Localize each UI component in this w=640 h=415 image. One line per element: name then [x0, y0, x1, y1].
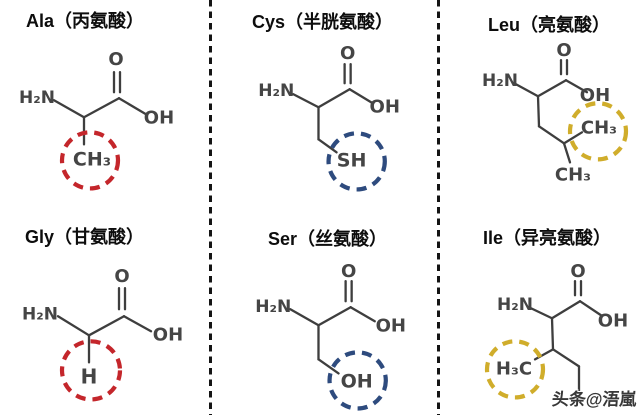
- bond-line: [550, 316, 555, 350]
- atom-label: OH: [598, 310, 628, 331]
- atom-label: H₂N: [255, 297, 291, 317]
- bond-line: [122, 314, 153, 332]
- bond-line: [317, 88, 351, 109]
- grid-column-3: H₂N O OH CH₃ CH₃ Leu（亮氨酸） H₂N O OH H₃C Ile（异亮氨酸…: [427, 0, 640, 415]
- bond-line: [82, 97, 121, 119]
- bond-line: [289, 307, 320, 326]
- bond-line: [349, 305, 376, 322]
- watermark: 头条@浯嵐: [551, 390, 638, 409]
- amino-acid-card-cys: H₂N O OH SH Cys（半胱氨酸）: [213, 0, 427, 208]
- bond-line: [550, 299, 582, 319]
- bond-line: [562, 142, 572, 164]
- bond-line: [292, 93, 320, 109]
- structure-drawing: H₂N O OH OH: [255, 261, 406, 411]
- structure-drawing: H₂N O OH CH₃ CH₃: [482, 40, 629, 185]
- card-title: Ser（丝氨酸）: [268, 228, 388, 249]
- bond-line: [117, 97, 148, 116]
- grid-column-2: H₂N O OH SH Cys（半胱氨酸） H₂N O OH OH Ser（丝氨酸）: [213, 0, 427, 415]
- atom-label: OH: [153, 324, 183, 345]
- atom-label: H₂N: [482, 71, 518, 91]
- atom-label: OH: [376, 315, 406, 336]
- atom-label: OH: [144, 107, 174, 128]
- atom-label: SH: [337, 149, 367, 171]
- bond-line: [564, 79, 589, 94]
- atom-label: OH: [370, 96, 400, 117]
- atom-label: OH: [341, 370, 373, 392]
- atom-label: H: [81, 364, 98, 388]
- column-separator-line: [209, 0, 212, 415]
- card-title: Cys（半胱氨酸）: [252, 12, 394, 32]
- atom-label: OH: [580, 85, 610, 106]
- bond-line: [536, 79, 568, 98]
- amino-acid-card-ile: H₂N O OH H₃C Ile（异亮氨酸）: [427, 208, 640, 415]
- structure-drawing: H₂N O OH H: [22, 266, 183, 402]
- bond-line: [52, 99, 86, 119]
- atom-label: O: [341, 261, 356, 282]
- atom-label: H₂N: [258, 81, 294, 101]
- atom-label: O: [114, 266, 129, 287]
- atom-label: O: [570, 261, 585, 282]
- atom-label: H₂N: [497, 295, 533, 315]
- bond-line: [514, 83, 540, 98]
- bond-line: [578, 299, 603, 316]
- amino-acid-card-ala: H₂N O OH CH₃ Ala（丙氨酸）: [0, 0, 213, 208]
- amino-acid-card-gly: H₂N O OH H Gly（甘氨酸）: [0, 208, 213, 415]
- bond-line: [317, 357, 340, 375]
- bond-line: [348, 88, 374, 105]
- bond-line: [317, 305, 352, 326]
- atom-label: H₂N: [22, 304, 58, 324]
- card-title: Ile（异亮氨酸）: [483, 227, 612, 248]
- bond-line: [533, 347, 555, 361]
- amino-acid-card-leu: H₂N O OH CH₃ CH₃ Leu（亮氨酸）: [427, 0, 640, 208]
- card-title: Ala（丙氨酸）: [26, 11, 145, 31]
- bond-line: [56, 314, 91, 336]
- atom-label: CH₃: [581, 117, 617, 138]
- structure-drawing: H₂N O OH CH₃: [19, 49, 174, 191]
- atom-label: H₃C: [496, 358, 532, 379]
- grid-column-1: H₂N O OH CH₃ Ala（丙氨酸） H₂N O OH H Gly（甘氨酸）: [0, 0, 213, 415]
- highlight-circle-ile: [484, 338, 546, 400]
- atom-label: O: [556, 40, 571, 61]
- atom-label: O: [340, 43, 355, 64]
- column-separator-line: [437, 0, 440, 415]
- atom-label: CH₃: [73, 148, 111, 170]
- card-title: Gly（甘氨酸）: [25, 226, 145, 247]
- highlight-circle-ser: [327, 349, 388, 411]
- structure-drawing: H₂N O OH H₃C: [484, 261, 628, 400]
- atom-label: CH₃: [555, 164, 591, 185]
- highlight-circle-leu: [567, 101, 629, 162]
- amino-acid-card-ser: H₂N O OH OH Ser（丝氨酸）: [213, 208, 427, 415]
- bond-line: [87, 314, 126, 336]
- bond-line: [562, 131, 584, 145]
- highlight-circle-ala: [59, 130, 121, 191]
- bond-line: [537, 125, 566, 145]
- bond-line: [551, 347, 581, 368]
- card-title: Leu（亮氨酸）: [488, 15, 611, 35]
- bond-line: [536, 95, 541, 128]
- bond-line: [529, 306, 554, 319]
- bond-line: [317, 138, 338, 154]
- structure-drawing: H₂N O OH SH: [258, 43, 400, 192]
- atom-label: H₂N: [19, 88, 55, 108]
- highlight-circle-cys: [326, 131, 387, 192]
- atom-label: O: [108, 49, 123, 70]
